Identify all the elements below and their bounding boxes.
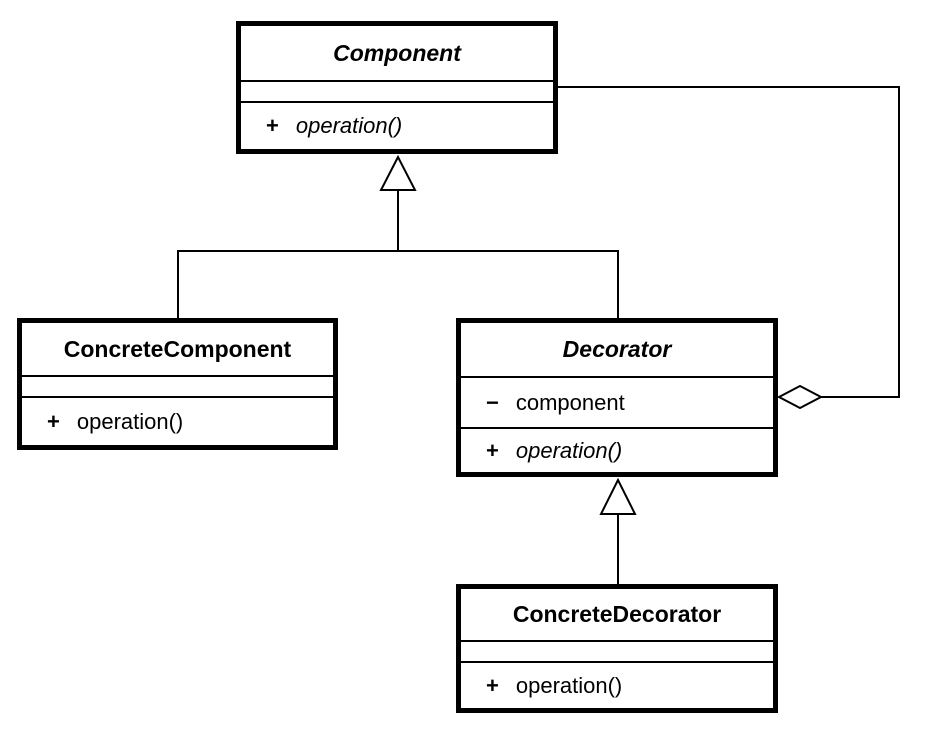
inheritance-triangle-icon (599, 477, 637, 515)
operation-name: operation() (515, 672, 623, 698)
aggregation-to-component (558, 86, 900, 410)
class-title: ConcreteComponent (22, 323, 333, 377)
operation-name: operation() (76, 408, 184, 434)
operation-row: + operation() (461, 437, 623, 463)
inheritance-triangle-icon (379, 154, 417, 191)
visibility-marker: + (47, 408, 60, 434)
operation-name: operation() (515, 437, 623, 463)
operation-row: + operation() (461, 672, 623, 698)
attributes-section-empty (22, 377, 333, 398)
class-title: ConcreteDecorator (461, 589, 773, 642)
attributes-section-empty (461, 642, 773, 663)
generalization-to-component (177, 154, 619, 318)
operations-section: + operation() (461, 429, 773, 472)
visibility-marker: + (486, 437, 499, 463)
operation-row: + operation() (22, 408, 184, 434)
attributes-section-empty (241, 82, 553, 103)
class-title: Decorator (461, 323, 773, 378)
visibility-marker: + (486, 672, 499, 698)
class-box-component: Component + operation() (236, 21, 558, 154)
generalization-line (177, 250, 619, 318)
class-box-decorator: Decorator − component + operation() (456, 318, 778, 477)
class-title: Component (241, 26, 553, 82)
operations-section: + operation() (461, 663, 773, 708)
generalization-to-decorator (599, 477, 637, 584)
operation-row: + operation() (241, 115, 402, 137)
visibility-marker: + (266, 113, 279, 138)
attribute-name: component (515, 389, 625, 415)
class-box-concrete-decorator: ConcreteDecorator + operation() (456, 584, 778, 713)
class-box-concrete-component: ConcreteComponent + operation() (17, 318, 338, 450)
attributes-section: − component (461, 378, 773, 429)
aggregation-diamond-icon (776, 384, 824, 410)
aggregation-line (558, 86, 900, 398)
operation-name: operation() (295, 113, 403, 138)
operations-section: + operation() (22, 398, 333, 445)
attribute-row: − component (461, 389, 625, 415)
operations-section: + operation() (241, 103, 553, 149)
visibility-marker: − (486, 389, 499, 415)
